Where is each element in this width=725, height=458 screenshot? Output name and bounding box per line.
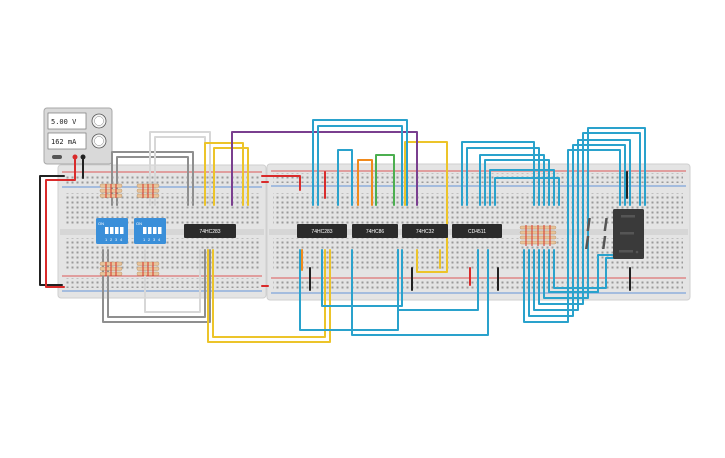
wire-blue[interactable] <box>337 149 353 206</box>
chip-74hc86[interactable]: 74HC86 <box>352 224 398 238</box>
power-switch[interactable] <box>52 155 62 159</box>
current-readout-display <box>47 132 87 150</box>
wire-ground-loop[interactable] <box>39 175 65 286</box>
wire-blue[interactable] <box>533 139 631 311</box>
wire-blue[interactable] <box>317 125 403 206</box>
wire-purple[interactable] <box>231 131 418 206</box>
dip-toggle[interactable] <box>158 227 162 234</box>
digit-segments <box>585 215 639 254</box>
chip-label: 74HC283 <box>199 229 220 235</box>
wire-blue[interactable] <box>538 132 641 305</box>
wire-power-red[interactable] <box>61 156 76 181</box>
wire-light-gray[interactable] <box>149 131 211 206</box>
chip-label: 74HC86 <box>366 229 385 235</box>
wire-blue[interactable] <box>494 177 560 206</box>
wire-blue[interactable] <box>543 127 646 299</box>
chip-label: 74HC32 <box>416 229 435 235</box>
wires <box>39 119 646 343</box>
wire-gray[interactable] <box>116 156 189 206</box>
chip-74hc32[interactable]: 74HC32 <box>402 224 448 238</box>
voltage-readout: 5.00 V <box>51 118 77 126</box>
wire-blue[interactable] <box>397 249 479 311</box>
voltage-readout-display <box>47 112 87 130</box>
current-readout: 162 mA <box>51 138 77 146</box>
wire-blue[interactable] <box>479 154 545 206</box>
wire-blue[interactable] <box>489 169 555 206</box>
wire-yellow[interactable] <box>212 249 326 338</box>
chip-label: CD4511 <box>468 229 486 235</box>
wire-blue[interactable] <box>528 144 626 317</box>
current-knob-icon[interactable] <box>91 133 107 149</box>
seven-segment-display[interactable] <box>585 209 644 259</box>
dip-position-label: 4 <box>158 237 161 242</box>
wire-gray[interactable] <box>102 249 211 323</box>
dip-position-label: 2 <box>110 237 113 242</box>
dip-toggle[interactable] <box>143 227 147 234</box>
power-supply[interactable]: 5.00 V 162 mA <box>43 107 113 165</box>
wire-blue[interactable] <box>484 159 550 206</box>
wire-gray[interactable] <box>107 249 206 318</box>
wire-blue[interactable] <box>466 147 540 206</box>
dip-position-label: 1 <box>143 237 146 242</box>
wire-gray[interactable] <box>111 151 194 206</box>
dip-toggle[interactable] <box>115 227 119 234</box>
wire-blue[interactable] <box>321 249 403 307</box>
wire-power-loop[interactable] <box>45 179 65 288</box>
wire-power-red[interactable] <box>261 175 301 191</box>
dip-toggle[interactable] <box>120 227 124 234</box>
wire-yellow[interactable] <box>207 249 331 343</box>
chip-cd4511[interactable]: CD4511 <box>452 224 502 238</box>
wire-blue[interactable] <box>351 249 489 336</box>
dip-switch-b[interactable]: ON 1 2 3 4 <box>134 218 166 244</box>
chip-label: 74HC283 <box>311 229 332 235</box>
wire-yellow[interactable] <box>204 142 244 206</box>
wire-orange[interactable] <box>357 159 373 206</box>
dip-position-label: 3 <box>153 237 156 242</box>
dip-switch-on-label: ON <box>136 221 142 226</box>
wire-green[interactable] <box>375 154 395 206</box>
dip-toggle[interactable] <box>105 227 109 234</box>
dip-toggle[interactable] <box>153 227 157 234</box>
dip-toggle[interactable] <box>110 227 114 234</box>
wire-blue[interactable] <box>548 249 621 293</box>
wire-blue[interactable] <box>523 149 621 323</box>
resistor-array-left-bottom <box>99 261 160 276</box>
resistor-array-display <box>519 225 557 246</box>
wire-yellow[interactable] <box>404 141 448 273</box>
dip-position-label: 2 <box>148 237 151 242</box>
dip-switch-a[interactable]: ON 1 2 3 4 <box>96 218 128 244</box>
chip-74hc283-b[interactable]: 74HC283 <box>297 224 347 238</box>
wire-blue[interactable] <box>312 119 408 206</box>
dip-position-label: 1 <box>105 237 108 242</box>
resistor-array-left-top <box>99 183 160 198</box>
dip-toggle[interactable] <box>148 227 152 234</box>
dip-position-label: 3 <box>115 237 118 242</box>
wire-light-gray[interactable] <box>144 249 201 313</box>
chip-74hc283-a[interactable]: 74HC283 <box>184 224 236 238</box>
wire-blue[interactable] <box>461 141 535 206</box>
voltage-knob-icon[interactable] <box>91 113 107 129</box>
dip-position-label: 4 <box>120 237 123 242</box>
dip-switch-on-label: ON <box>98 221 104 226</box>
